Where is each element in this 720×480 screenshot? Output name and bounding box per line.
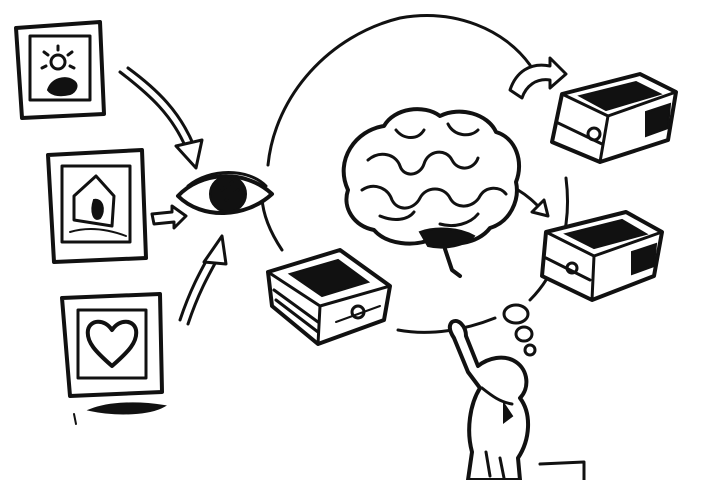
drawer-box-icon (540, 210, 664, 302)
thought-bubble-icon (502, 303, 537, 357)
arrow-brain-to-box (516, 188, 550, 218)
person-pointing-icon (447, 319, 586, 480)
arrow-loop-to-top-box (508, 56, 568, 100)
arrow-flower-to-eye (118, 66, 204, 170)
house-picture-icon (46, 148, 148, 264)
arrow-heart-to-eye (178, 234, 228, 326)
drawer-box-icon (550, 72, 678, 164)
arrow-house-to-eye (150, 204, 188, 230)
flower-picture-icon (14, 20, 106, 120)
heart-picture-icon (60, 292, 167, 425)
drawer-box-icon (266, 248, 392, 346)
brain-icon (341, 107, 522, 278)
eye-icon (176, 171, 274, 215)
